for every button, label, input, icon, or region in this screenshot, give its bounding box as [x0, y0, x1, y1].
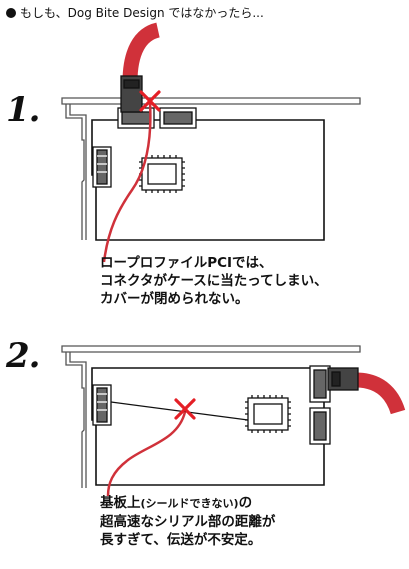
right-connector-2a	[309, 365, 331, 403]
bullet-icon	[6, 8, 16, 18]
scenario-2-caption: 基板上(シールドできない)の 超高速なシリアル部の距離が 長すぎて、伝送が不安定…	[100, 494, 275, 549]
caption-1-line-1: ロープロファイルPCIでは、	[100, 255, 273, 271]
top-connector-1a	[117, 107, 155, 129]
header-text: もしも、Dog Bite Design ではなかったら...	[20, 6, 264, 20]
caption-2-line-1-main: 基板上	[100, 495, 141, 511]
serial-trace-line	[110, 401, 249, 421]
step-1-label: 1.	[6, 90, 40, 130]
scenario-1-caption: ロープロファイルPCIでは、 コネクタがケースに当たってしまい、 カバーが閉めら…	[100, 254, 328, 308]
right-connector-2b	[309, 407, 331, 445]
signal-route-2	[106, 411, 187, 497]
case-bracket-2	[61, 345, 361, 488]
page-header: もしも、Dog Bite Design ではなかったら...	[6, 4, 264, 21]
caption-2-line-2: 超高速なシリアル部の距離が	[100, 514, 276, 530]
instability-x-mark-2	[174, 398, 196, 420]
signal-route-1	[102, 101, 152, 263]
caption-2-line-1-tail: の	[238, 495, 253, 511]
cable-plug-1	[120, 75, 143, 113]
conflict-x-mark-1	[139, 90, 161, 112]
caption-2-line-3: 長すぎて、伝送が不安定。	[100, 532, 262, 548]
sata-cable-2	[355, 372, 406, 415]
caption-1-line-2: コネクタがケースに当たってしまい、	[100, 273, 328, 289]
sata-cable-1	[122, 22, 161, 83]
scenario-2-diagram	[61, 345, 406, 497]
caption-2-line-1: 基板上(シールドできない)の	[100, 494, 275, 513]
top-connector-1b	[159, 107, 197, 129]
side-connector-1	[92, 146, 112, 188]
chip-1	[139, 155, 185, 193]
caption-2-line-1-note: (シールドできない)	[140, 497, 239, 510]
caption-1-line-3: カバーが閉められない。	[100, 291, 249, 307]
side-connector-2	[92, 384, 112, 426]
chip-2	[245, 395, 291, 433]
step-2-label: 2.	[6, 336, 40, 376]
pcb-board-1	[91, 119, 325, 241]
cable-plug-2	[327, 367, 359, 391]
scenario-1-diagram	[61, 22, 361, 263]
